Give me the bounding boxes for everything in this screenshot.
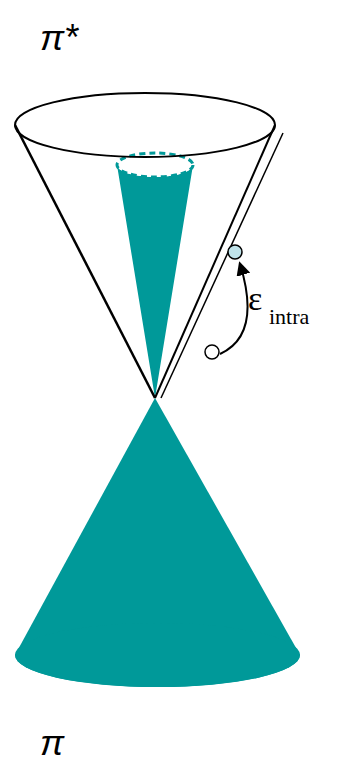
valence-cone xyxy=(15,398,300,687)
conduction-top xyxy=(15,93,275,157)
cone-edge xyxy=(155,125,275,398)
band-label: π* xyxy=(40,20,78,56)
transition-arrow xyxy=(220,264,248,354)
band-line xyxy=(161,133,283,398)
cone-edge xyxy=(15,125,155,398)
band-label: π xyxy=(40,725,64,761)
valence-base xyxy=(15,623,300,687)
energy-symbol: ε xyxy=(248,282,262,316)
electron xyxy=(228,245,242,259)
energy-subscript: intra xyxy=(269,306,309,328)
hole xyxy=(205,345,219,359)
filled-states xyxy=(117,165,193,398)
